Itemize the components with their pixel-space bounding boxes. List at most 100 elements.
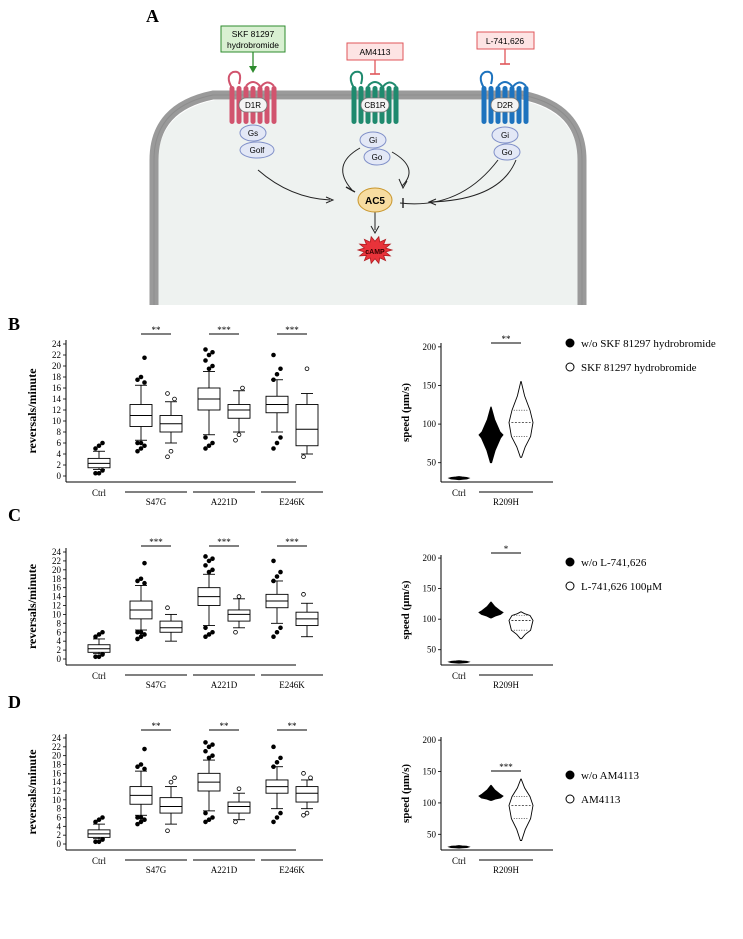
outlier-point	[240, 385, 245, 391]
x-tick-label: S47G	[146, 497, 167, 507]
outlier-point	[278, 625, 283, 631]
gprotein-d2r-alpha: Gi	[501, 131, 509, 140]
box-iqr	[159, 620, 183, 633]
outlier-point	[206, 755, 212, 761]
outlier-point	[271, 446, 276, 451]
y-tick-label: 22	[52, 556, 61, 566]
box-iqr	[227, 609, 251, 622]
receptor-loop	[349, 70, 364, 89]
y-tick-label: 6	[57, 627, 62, 637]
legend-marker	[565, 338, 575, 348]
violin-body	[508, 381, 534, 458]
outlier-point	[210, 629, 215, 635]
significance-label: ***	[499, 762, 513, 772]
x-tick-label: Ctrl	[92, 856, 107, 866]
y-tick-label: 4	[57, 821, 62, 831]
receptor-label: CB1R	[364, 101, 386, 110]
outlier-point	[274, 371, 280, 377]
y-tick-label: 0	[57, 839, 62, 849]
y-tick-label: 8	[57, 427, 62, 437]
violin-r209h-0	[478, 406, 504, 464]
outlier-point	[100, 652, 105, 657]
violin-body	[508, 611, 534, 640]
outlier-point	[168, 448, 174, 454]
outlier-point	[274, 629, 280, 635]
outlier-point	[138, 440, 144, 446]
outlier-point	[233, 629, 238, 635]
violin-body	[447, 845, 471, 849]
y-axis-label: reversals/minute	[25, 563, 39, 649]
y-tick-label: 16	[52, 383, 62, 393]
violin-body	[478, 406, 504, 464]
outlier-point	[278, 810, 283, 816]
box-ctrl-0	[87, 440, 111, 476]
outlier-point	[203, 634, 208, 640]
y-tick-label: 12	[52, 601, 61, 611]
outlier-point	[100, 440, 105, 446]
y-tick-label: 100	[423, 798, 437, 808]
outlier-point	[206, 366, 212, 372]
outlier-point	[203, 358, 208, 363]
outlier-point	[138, 762, 144, 767]
outlier-point	[271, 352, 276, 358]
enzyme-ac5: AC5	[357, 187, 393, 213]
outlier-point	[142, 380, 147, 385]
outlier-point	[138, 374, 144, 380]
outlier-point	[278, 435, 283, 440]
outlier-point	[203, 563, 208, 568]
box-chart-d: 024681012141618202224reversals/minuteCtr…	[25, 721, 323, 875]
y-tick-label: 24	[52, 547, 62, 557]
receptor-helix	[481, 86, 487, 124]
outlier-point	[203, 347, 208, 352]
significance-label: **	[152, 721, 162, 731]
violin-r209h-0	[478, 784, 504, 801]
y-tick-label: 20	[52, 361, 62, 371]
drug-l741626: L-741,626	[476, 31, 535, 65]
outlier-point	[278, 366, 283, 372]
y-tick-label: 200	[423, 342, 437, 352]
x-tick-label: Ctrl	[92, 488, 107, 498]
y-tick-label: 18	[52, 760, 62, 770]
outlier-point	[142, 355, 147, 361]
outlier-point	[301, 812, 306, 818]
outlier-point	[233, 819, 238, 825]
outlier-point	[142, 766, 147, 772]
box-chart-b: 024681012141618202224reversals/minuteCtr…	[25, 325, 323, 507]
x-tick-label: Ctrl	[92, 671, 107, 681]
box-iqr	[295, 404, 319, 447]
outlier-point	[96, 632, 102, 637]
box-a221d-0	[197, 554, 221, 640]
outlier-point	[138, 819, 144, 825]
box-s47g-0	[129, 355, 153, 454]
outlier-point	[93, 819, 98, 825]
x-tick-label: Ctrl	[452, 671, 467, 681]
outlier-point	[96, 443, 102, 449]
y-tick-label: 18	[52, 372, 62, 382]
box-a221d-1	[227, 385, 251, 443]
receptor-cb1r: CB1R	[349, 70, 399, 124]
outlier-point	[271, 764, 276, 770]
box-e246k-1	[295, 771, 319, 818]
outlier-point	[93, 446, 98, 451]
outlier-point	[135, 377, 140, 383]
y-tick-label: 2	[57, 645, 62, 655]
outlier-point	[271, 578, 276, 584]
outlier-point	[206, 352, 212, 358]
x-tick-label: R209H	[493, 865, 520, 875]
receptor-label-pill	[490, 97, 520, 113]
outlier-point	[236, 594, 242, 599]
significance-label: ***	[285, 537, 299, 547]
outlier-point	[210, 349, 215, 355]
receptor-d1r: D1R	[227, 70, 277, 124]
legend-marker	[565, 557, 575, 567]
significance-label: *	[504, 544, 509, 554]
y-tick-label: 100	[423, 614, 437, 624]
y-tick-label: 20	[52, 751, 62, 761]
outlier-point	[96, 839, 102, 845]
y-tick-label: 20	[52, 565, 62, 575]
receptor-label-pill	[238, 97, 268, 113]
